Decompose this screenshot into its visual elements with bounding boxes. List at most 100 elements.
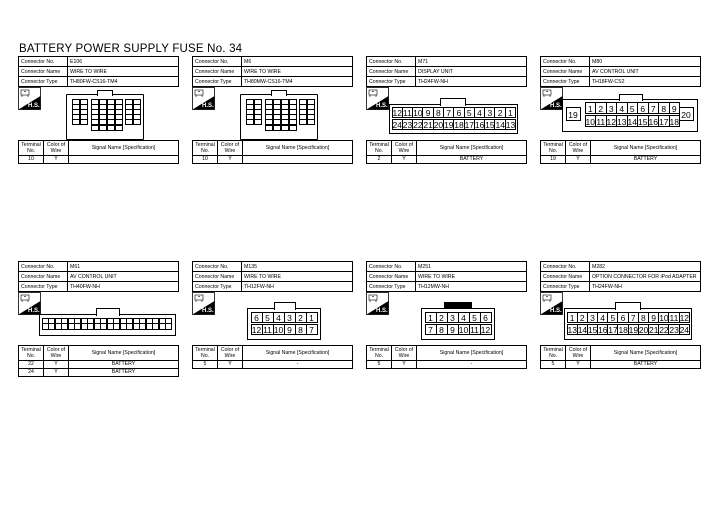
pin-grid (245, 98, 263, 126)
hs-orientation-icon: H.S. (192, 87, 215, 110)
terminal-table: Terminal No. Color of Wire Signal Name [… (192, 345, 353, 369)
connector-name-value: WIRE TO WIRE (241, 66, 353, 77)
connector-no-label: Connector No. (18, 56, 68, 67)
connector-type-value: TH80FW-CS16-TM4 (67, 76, 179, 87)
color-of-wire-header: Color of Wire (43, 345, 69, 361)
color-of-wire-header: Color of Wire (391, 140, 417, 156)
connector-name-value: AV CONTROL UNIT (589, 66, 701, 77)
wire-color: Y (43, 360, 69, 369)
connector-panel: Connector No. M71 Connector Name DISPLAY… (366, 56, 527, 164)
hs-orientation-icon: H.S. (540, 292, 563, 315)
terminal-no-header: Terminal No. (18, 140, 44, 156)
pin-cell: 12 (479, 323, 492, 335)
connector-name-label: Connector Name (18, 66, 68, 77)
pin-cell (114, 124, 124, 131)
connector-diagram: H.S. (18, 292, 179, 345)
connector-type-value: TH18FW-CS2 (589, 76, 701, 87)
hs-orientation-icon: H.S. (540, 87, 563, 110)
connector-type-label: Connector Type (540, 76, 590, 87)
terminal-no-header: Terminal No. (192, 140, 218, 156)
terminal-table: Terminal No. Color of Wire Signal Name [… (366, 140, 527, 164)
hs-label: H.S. (28, 308, 40, 314)
terminal-table: Terminal No. Color of Wire Signal Name [… (18, 345, 179, 377)
connector-no-value: M135 (241, 261, 353, 272)
connector-name-value: DISPLAY UNIT (415, 66, 527, 77)
connector-no-label: Connector No. (366, 56, 416, 67)
connector-info-table: Connector No. M80 Connector Name AV CONT… (540, 56, 701, 87)
terminal-row: 22 Y BATTERY (18, 360, 179, 369)
pin-cell: 24 (678, 323, 690, 335)
color-of-wire-header: Color of Wire (565, 140, 591, 156)
connector-diagram: H.S. (18, 87, 179, 140)
signal-name: - (242, 360, 353, 369)
pin-cell: 18 (668, 114, 680, 127)
wire-color: Y (43, 368, 69, 377)
hs-label: H.S. (28, 103, 40, 109)
pin-grid (264, 98, 298, 131)
color-of-wire-header: Color of Wire (217, 345, 243, 361)
terminal-row: 5 Y - (366, 360, 527, 369)
connector-no-label: Connector No. (192, 56, 242, 67)
connector-type-value: TH12MW-NH (415, 281, 527, 292)
connector-info-table: Connector No. M6 Connector Name WIRE TO … (192, 56, 353, 87)
hs-label: H.S. (202, 308, 214, 314)
signal-name: BATTERY (590, 155, 701, 164)
wire-color: Y (565, 360, 591, 369)
hs-label: H.S. (202, 103, 214, 109)
connector-name-value: AV CONTROL UNIT (67, 271, 179, 282)
signal-name (68, 155, 179, 164)
wire-color: Y (391, 360, 417, 369)
connector-type-label: Connector Type (192, 281, 242, 292)
terminal-no-header: Terminal No. (366, 140, 392, 156)
connector-no-value: M80 (589, 56, 701, 67)
terminal-row: 10 Y (18, 155, 179, 164)
signal-name: - (416, 360, 527, 369)
pin-grid (90, 98, 124, 131)
connector-no-value: M282 (589, 261, 701, 272)
terminal-row: 19 Y BATTERY (540, 155, 701, 164)
connector-info-table: Connector No. M61 Connector Name AV CONT… (18, 261, 179, 292)
connector-panel: Connector No. M251 Connector Name WIRE T… (366, 261, 527, 369)
pin-cell: 1 (305, 311, 318, 323)
connector-info-table: Connector No. E106 Connector Name WIRE T… (18, 56, 179, 87)
pin-cell: 12 (678, 311, 690, 323)
terminal-no-header: Terminal No. (192, 345, 218, 361)
connector-diagram: H.S. (192, 87, 353, 140)
hs-orientation-icon: H.S. (366, 292, 389, 315)
hs-label: H.S. (376, 103, 388, 109)
connector-name-label: Connector Name (192, 66, 242, 77)
hs-label: H.S. (376, 308, 388, 314)
pin-cell (306, 119, 316, 126)
hs-orientation-icon: H.S. (18, 292, 41, 315)
signal-name: BATTERY (416, 155, 527, 164)
connector-panel: Connector No. M80 Connector Name AV CONT… (540, 56, 701, 164)
connector-no-value: M6 (241, 56, 353, 67)
connector-face (240, 90, 318, 140)
connector-no-label: Connector No. (18, 261, 68, 272)
pin-cell: 19 (565, 106, 581, 121)
connector-no-value: M61 (67, 261, 179, 272)
connector-type-value: TH12FW-NH (241, 281, 353, 292)
signal-name-header: Signal Name [Specification] (242, 345, 353, 361)
signal-name-header: Signal Name [Specification] (590, 140, 701, 156)
connector-name-label: Connector Name (540, 66, 590, 77)
connector-type-value: TH40FW-NH (67, 281, 179, 292)
connector-type-label: Connector Type (192, 76, 242, 87)
connector-type-label: Connector Type (366, 76, 416, 87)
color-of-wire-header: Color of Wire (565, 345, 591, 361)
connector-face (39, 308, 176, 336)
terminal-row: 2 Y BATTERY (366, 155, 527, 164)
connector-info-table: Connector No. M282 Connector Name OPTION… (540, 261, 701, 292)
signal-name (242, 155, 353, 164)
connector-name-label: Connector Name (366, 271, 416, 282)
pin-cell: 7 (305, 323, 318, 335)
connector-no-label: Connector No. (192, 261, 242, 272)
terminal-row: 10 Y (192, 155, 353, 164)
connector-panel: Connector No. M135 Connector Name WIRE T… (192, 261, 353, 369)
color-of-wire-header: Color of Wire (217, 140, 243, 156)
connector-type-value: TH80MW-CS16-TM4 (241, 76, 353, 87)
